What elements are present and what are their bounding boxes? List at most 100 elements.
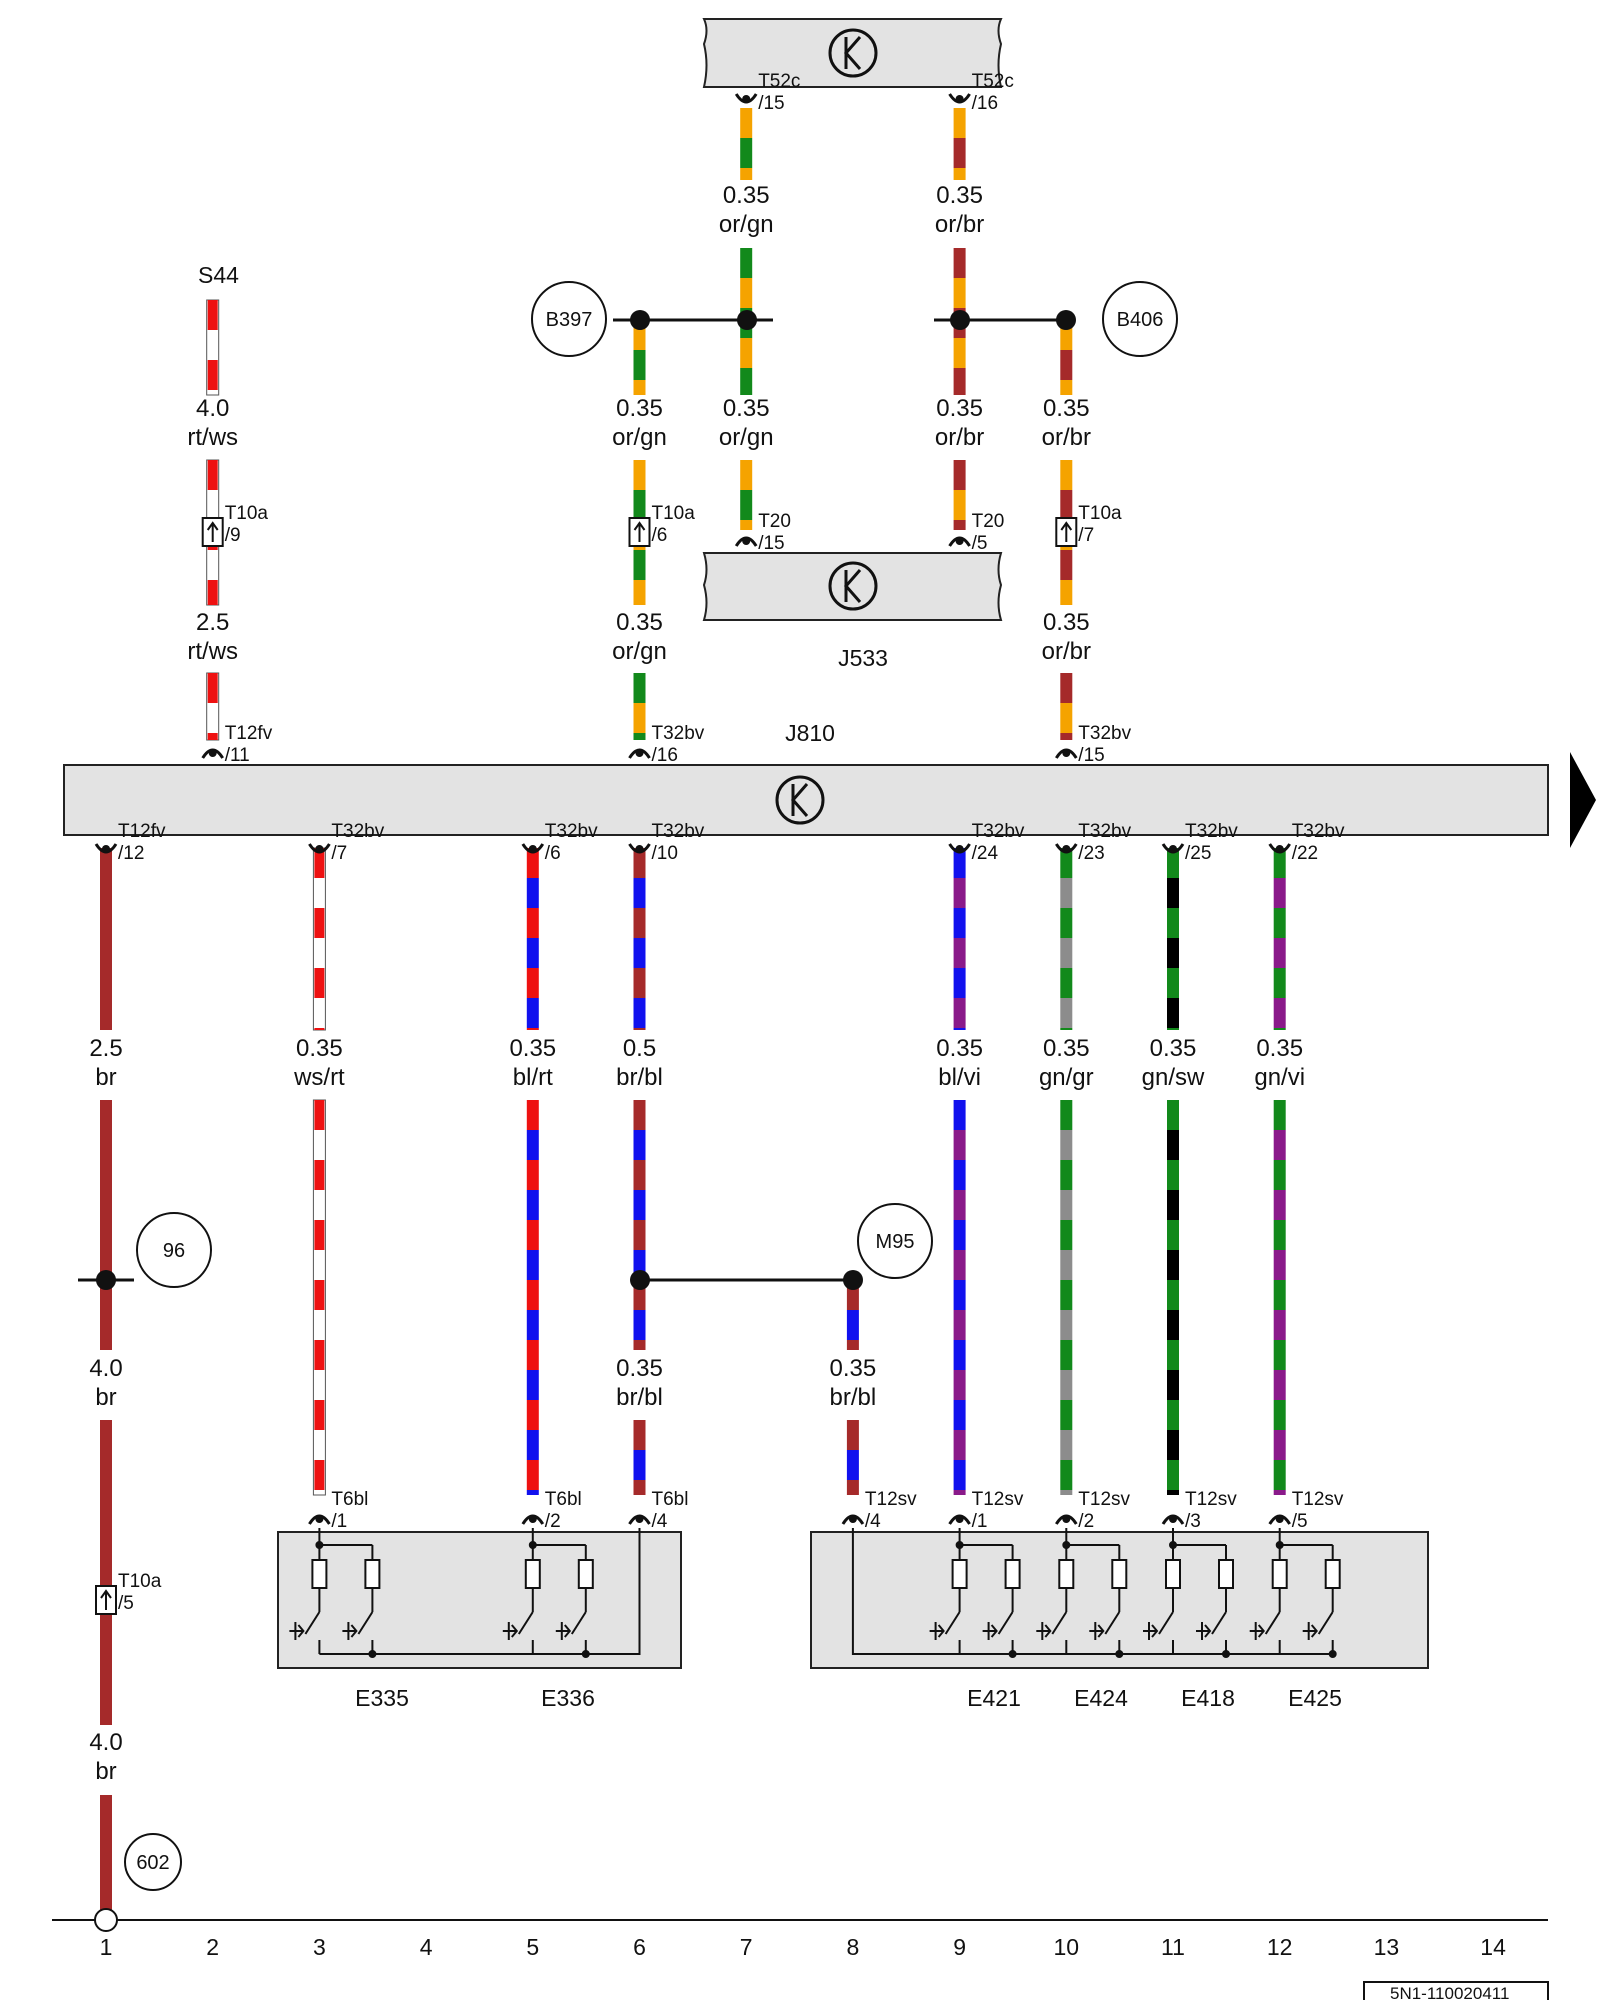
- wire-color: or/br: [1042, 424, 1091, 451]
- wire-color: br/bl: [616, 1064, 663, 1091]
- wire-color: br: [95, 1064, 116, 1091]
- wire-gauge: 0.35: [936, 395, 983, 422]
- connector-t32bv-22: T32bv/22: [1268, 821, 1345, 864]
- connector-pin: /2: [1078, 1511, 1094, 1532]
- j533-unit: J533: [702, 552, 1003, 671]
- j810-label: J810: [785, 720, 835, 746]
- wire-color: rt/ws: [187, 424, 238, 451]
- wire-color: or/br: [1042, 638, 1091, 665]
- connector-name: T12sv: [1078, 1489, 1130, 1510]
- wire-gauge: 0.35: [723, 182, 770, 209]
- connector-pin: /12: [118, 843, 144, 864]
- wire-color: br: [95, 1758, 116, 1785]
- wire-col8-bottom: [846, 1420, 859, 1495]
- connector-t10a-9: T10a/9: [201, 503, 269, 547]
- wire-label-b_c6: 0.5br/bl: [616, 1035, 663, 1091]
- connector-pin: /1: [331, 1511, 347, 1532]
- axis-tick: 13: [1374, 1934, 1400, 1960]
- wire-gauge: 0.35: [723, 395, 770, 422]
- switch-box-left: [277, 1531, 682, 1669]
- wire-layer: [100, 108, 1286, 1912]
- connector-pin: /15: [758, 93, 784, 114]
- connector-name: T10a: [652, 503, 696, 524]
- connector-t10a-5: T10a/5: [95, 1571, 162, 1615]
- connector-t6bl-2: T6bl/2: [521, 1489, 582, 1532]
- wire-col6-low: [633, 673, 646, 740]
- doc-id-box: 5N1-110020411: [1363, 1981, 1549, 2000]
- top-control-unit: [702, 18, 1003, 88]
- connector-pin: /22: [1292, 843, 1318, 864]
- connector-name: T32bv: [1185, 821, 1238, 842]
- axis-tick: 11: [1161, 1934, 1185, 1960]
- connector-t12sv-4: T12sv/4: [841, 1489, 917, 1532]
- connector-t12fv-12: T12fv/12: [94, 821, 166, 864]
- wire-col5-lower: [526, 1100, 539, 1495]
- axis-tick: 2: [206, 1934, 219, 1960]
- switch-e336: [502, 1528, 594, 1658]
- wire-gauge: 0.35: [296, 1035, 343, 1062]
- wire-gauge: 0.35: [1043, 395, 1090, 422]
- wire-gauge: 4.0: [89, 1355, 122, 1382]
- connector-name: T6bl: [331, 1489, 368, 1510]
- wire-col1-lower-c: [100, 1795, 112, 1912]
- wire-gauge: 2.5: [196, 609, 229, 636]
- wire-color: or/br: [935, 211, 984, 238]
- wire-color: or/gn: [612, 424, 667, 451]
- connector-t12sv-2: T12sv/2: [1055, 1489, 1131, 1532]
- connector-t12sv-1: T12sv/1: [948, 1489, 1024, 1532]
- connector-pin: /6: [652, 525, 668, 546]
- wire-gauge: 0.35: [1150, 1035, 1197, 1062]
- wire-color: or/gn: [719, 211, 774, 238]
- wire-col12-j810-out: [1273, 848, 1286, 1030]
- wire-col6-j810-out: [633, 848, 646, 1030]
- connector-pin: /23: [1078, 843, 1104, 864]
- wire-gauge: 0.35: [830, 1355, 877, 1382]
- wire-gauge: 0.35: [936, 1035, 983, 1062]
- connector-t20-5: T20/5: [948, 511, 1004, 554]
- j533-label: J533: [838, 645, 888, 671]
- connector-name: T6bl: [545, 1489, 582, 1510]
- wire-color: bl/vi: [938, 1064, 981, 1091]
- wire-color: or/gn: [612, 638, 667, 665]
- e424-label: E424: [1074, 1685, 1128, 1711]
- svg-text:B397: B397: [546, 309, 593, 331]
- connector-pin: /15: [758, 533, 784, 554]
- connector-pin: /16: [652, 745, 678, 766]
- connector-pin: /7: [1078, 525, 1094, 546]
- connector-pin: /5: [1292, 1511, 1308, 1532]
- ground-point: [94, 1908, 118, 1932]
- wire-col6-bottom: [633, 1420, 646, 1495]
- axis-tick: 12: [1267, 1934, 1293, 1960]
- wire-col1-j810-out: [100, 848, 112, 1030]
- wire-gauge: 0.35: [936, 182, 983, 209]
- switch-e424: [1036, 1528, 1128, 1658]
- wire-color: gn/sw: [1142, 1064, 1205, 1091]
- switch-e425: [1249, 1528, 1341, 1658]
- connector-name: T32bv: [652, 723, 705, 744]
- connector-name: T12sv: [1292, 1489, 1344, 1510]
- connector-name: T12sv: [1185, 1489, 1237, 1510]
- wire-col11-lower: [1167, 1100, 1179, 1495]
- ref-96: 96: [136, 1212, 212, 1288]
- wire-col1-lower-b: [100, 1420, 112, 1725]
- wire-color: or/br: [935, 424, 984, 451]
- connector-t12sv-3: T12sv/3: [1161, 1489, 1237, 1532]
- ref-b406: B406: [1102, 281, 1178, 357]
- connector-name: T10a: [225, 503, 269, 524]
- connector-name: T32bv: [331, 821, 384, 842]
- wire-col3-j810-out: [312, 847, 326, 1031]
- connector-t6bl-4: T6bl/4: [628, 1489, 688, 1532]
- wire-col1-lower-a: [100, 1100, 112, 1350]
- e418-label: E418: [1181, 1685, 1235, 1711]
